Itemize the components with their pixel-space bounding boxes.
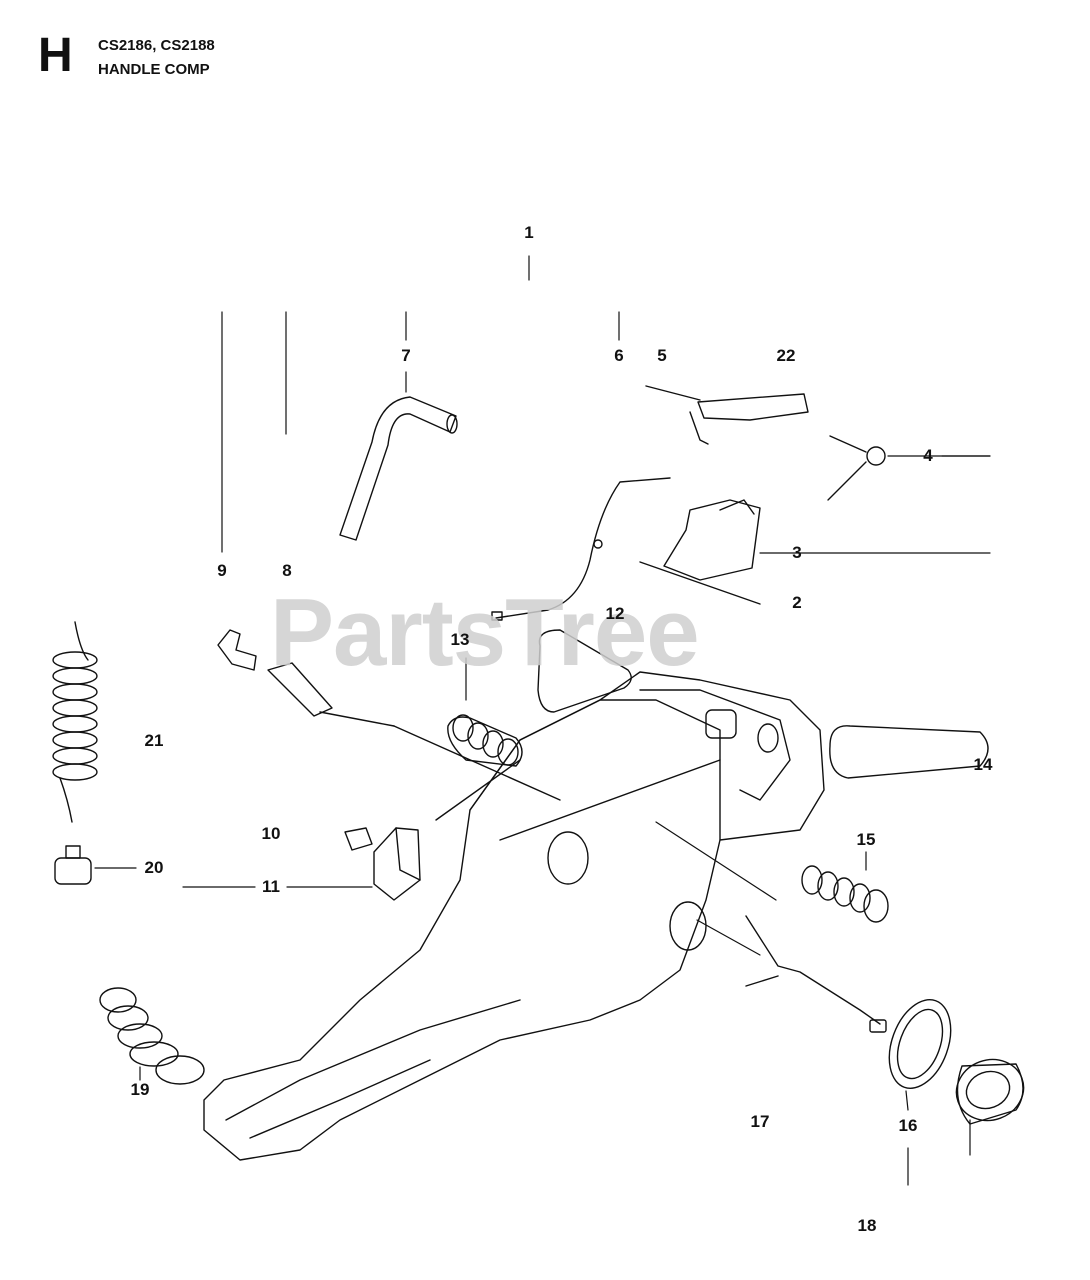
fuel-filter-part-20: [54, 845, 92, 885]
callout-11: 11: [262, 877, 280, 896]
callout-1: 1: [524, 223, 534, 242]
callout-18: 18: [857, 1216, 877, 1235]
throttle-lockout-part-22: [645, 385, 809, 445]
callout-21: 21: [144, 731, 164, 750]
section-letter: H: [38, 29, 73, 82]
model-numbers: CS2186, CS2188: [98, 37, 215, 54]
callout-22: 22: [776, 346, 796, 365]
callout-10: 10: [261, 824, 281, 843]
callout-20: 20: [144, 858, 164, 877]
tube-part-8: [267, 662, 333, 717]
av-spring-part-15: [801, 865, 889, 923]
callout-9: 9: [217, 561, 227, 580]
fuel-cap-part-18: [955, 1058, 1025, 1125]
callout-4: 4: [923, 446, 933, 465]
callout-17: 17: [750, 1112, 770, 1131]
grip-cover-part-14: [537, 629, 632, 713]
rear-grip-cover: [829, 725, 989, 779]
throttle-trigger-part-3: [639, 499, 761, 605]
torsion-spring-part-4: [827, 435, 886, 501]
callout-7: 7: [401, 346, 411, 365]
callout-13: 13: [450, 630, 470, 649]
handle-housing-part-17: [203, 671, 825, 1161]
callout-5: 5: [657, 346, 667, 365]
callout-19: 19: [130, 1080, 150, 1099]
callout-16: 16: [898, 1116, 918, 1135]
throttle-wire-part-12: [495, 477, 671, 619]
callout-14: 14: [973, 755, 993, 774]
callout-15: 15: [856, 830, 876, 849]
section-name: HANDLE COMP: [98, 61, 210, 78]
callout-6: 6: [614, 346, 624, 365]
callout-8: 8: [282, 561, 292, 580]
callout-12: 12: [605, 604, 625, 623]
fitting-part-9: [217, 629, 257, 671]
av-spring-part-19: [99, 987, 205, 1085]
gasket-ring-part-16: [888, 999, 952, 1089]
fuel-hose-part-7: [339, 396, 457, 541]
av-spring-part-13: [447, 714, 523, 767]
coil-spring-part-21: [52, 621, 98, 823]
callout-2: 2: [792, 593, 802, 612]
watermark: PartsTree: [270, 579, 700, 686]
fuel-hose-end: [446, 414, 458, 434]
bracket-part-11: [344, 827, 421, 901]
chain-brake-lever: [745, 915, 887, 1033]
leader-lines: [94, 255, 991, 1186]
callout-3: 3: [792, 543, 802, 562]
